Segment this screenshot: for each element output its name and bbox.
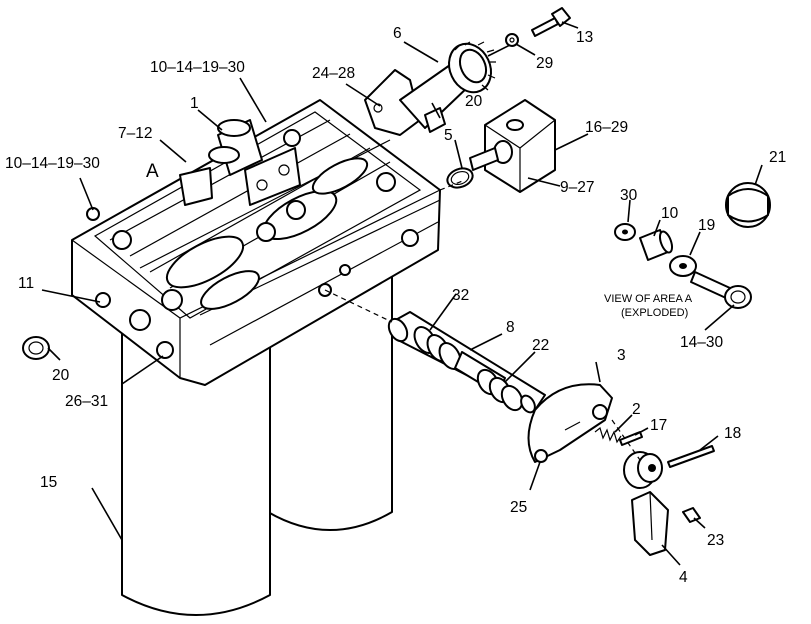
callout-18: 18 xyxy=(724,425,741,442)
bolt-14 xyxy=(690,271,752,309)
area-marker-a: A xyxy=(146,161,159,182)
spring-2 xyxy=(594,426,622,444)
filter-canister-front xyxy=(121,324,271,616)
callout-1: 1 xyxy=(190,95,199,112)
callout-22: 22 xyxy=(532,337,549,354)
callout-30: 30 xyxy=(620,187,638,204)
washer-29 xyxy=(505,33,519,47)
lever-assembly-4 xyxy=(623,451,669,556)
callout-26-31: 26–31 xyxy=(65,393,108,410)
plug-21 xyxy=(725,182,771,228)
callout-29: 29 xyxy=(536,55,553,72)
callout-21: 21 xyxy=(769,149,786,166)
callout-24-28: 24–28 xyxy=(312,65,355,82)
filter-canister-rear xyxy=(267,267,393,531)
washer-30 xyxy=(614,223,636,241)
callout-20-top: 20 xyxy=(465,93,483,110)
callout-25: 25 xyxy=(510,499,527,516)
view-of-area-sublabel: (EXPLODED) xyxy=(621,307,688,319)
callout-3: 3 xyxy=(617,347,626,364)
cover-plate-3 xyxy=(527,383,613,463)
o-ring-5 xyxy=(446,167,474,189)
callout-32: 32 xyxy=(452,287,469,304)
callout-19: 19 xyxy=(698,217,715,234)
pin-23 xyxy=(682,507,701,523)
callout-9-27: 9–27 xyxy=(560,179,594,196)
callout-17: 17 xyxy=(650,417,667,434)
callout-6: 6 xyxy=(393,25,402,42)
callout-2: 2 xyxy=(632,401,641,418)
callout-14-30: 14–30 xyxy=(680,334,723,351)
callout-5: 5 xyxy=(444,127,453,144)
callout-23: 23 xyxy=(707,532,724,549)
bolt-13 xyxy=(531,7,571,37)
callout-20-left: 20 xyxy=(52,367,70,384)
callout-10: 10 xyxy=(661,205,679,222)
valve-block xyxy=(469,99,556,193)
leader-lines xyxy=(41,21,763,566)
pin-18 xyxy=(667,445,715,468)
filter-base-housing xyxy=(71,99,441,386)
callout-7-12: 7–12 xyxy=(118,125,152,142)
callout-13: 13 xyxy=(576,29,593,46)
callout-15: 15 xyxy=(40,474,57,491)
callout-16-29: 16–29 xyxy=(585,119,628,136)
view-of-area-label: VIEW OF AREA A xyxy=(604,293,693,305)
callout-10-14-19-30-left: 10–14–19–30 xyxy=(5,155,100,172)
plug-20-left xyxy=(22,336,50,360)
sensor-assembly xyxy=(364,41,511,136)
washer-19 xyxy=(669,255,697,277)
spacer-10 xyxy=(639,229,674,261)
callout-10-14-19-30-top: 10–14–19–30 xyxy=(150,59,245,76)
spool-shaft xyxy=(387,311,546,414)
pin-17 xyxy=(619,431,643,446)
callout-11: 11 xyxy=(18,275,34,292)
callout-4: 4 xyxy=(679,569,688,586)
callout-8: 8 xyxy=(506,319,515,336)
